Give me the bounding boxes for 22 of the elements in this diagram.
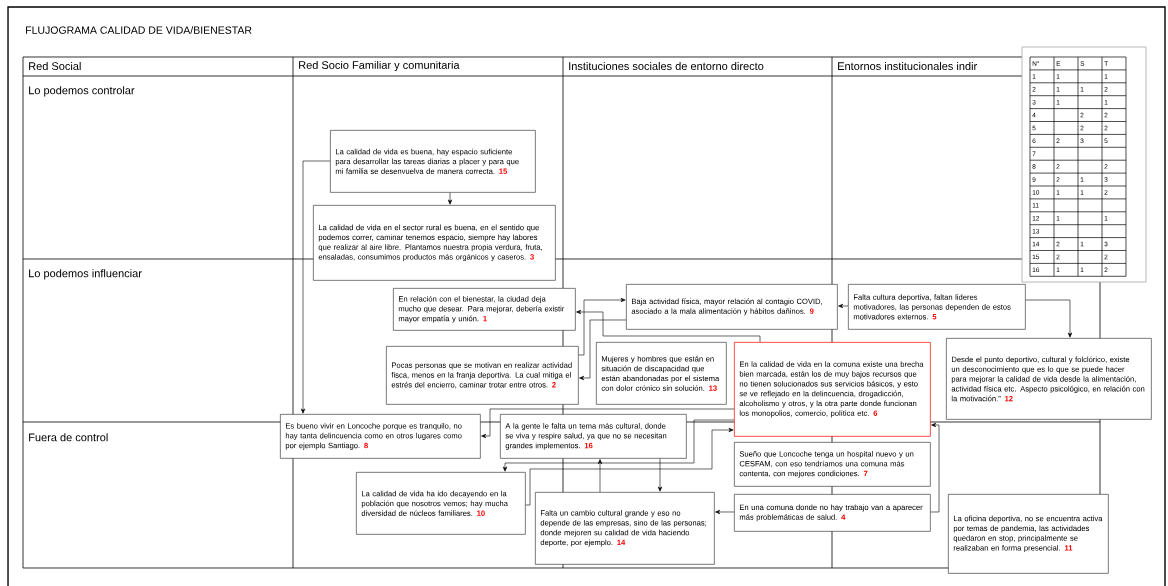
arrow bbox=[502, 419, 735, 472]
arrow bbox=[300, 160, 331, 414]
column-header: Red Social bbox=[29, 61, 81, 71]
arrow bbox=[578, 297, 626, 356]
arrow bbox=[481, 408, 735, 439]
column-header: Instituciones sociales de entorno directo bbox=[569, 61, 764, 71]
arrow bbox=[657, 458, 663, 492]
row-header: Lo podemos influenciar bbox=[29, 269, 142, 280]
column-header: Red Socio Familiar y comunitaria bbox=[299, 60, 460, 72]
arrow bbox=[525, 427, 734, 506]
arrow bbox=[930, 422, 940, 513]
title: FLUJOGRAMA CALIDAD DE VIDA/BIENESTAR bbox=[26, 26, 252, 34]
arrow bbox=[597, 459, 603, 493]
arrow bbox=[447, 192, 453, 205]
arrow bbox=[838, 303, 849, 309]
arrow bbox=[576, 309, 761, 343]
row-header: Fuera de control bbox=[29, 433, 108, 442]
arrow bbox=[715, 509, 735, 515]
arrow bbox=[579, 319, 627, 381]
arrow bbox=[1025, 299, 1073, 338]
column-header: Entornos institucionales indir bbox=[838, 61, 977, 71]
row-header: Lo podemos controlar bbox=[29, 86, 135, 97]
